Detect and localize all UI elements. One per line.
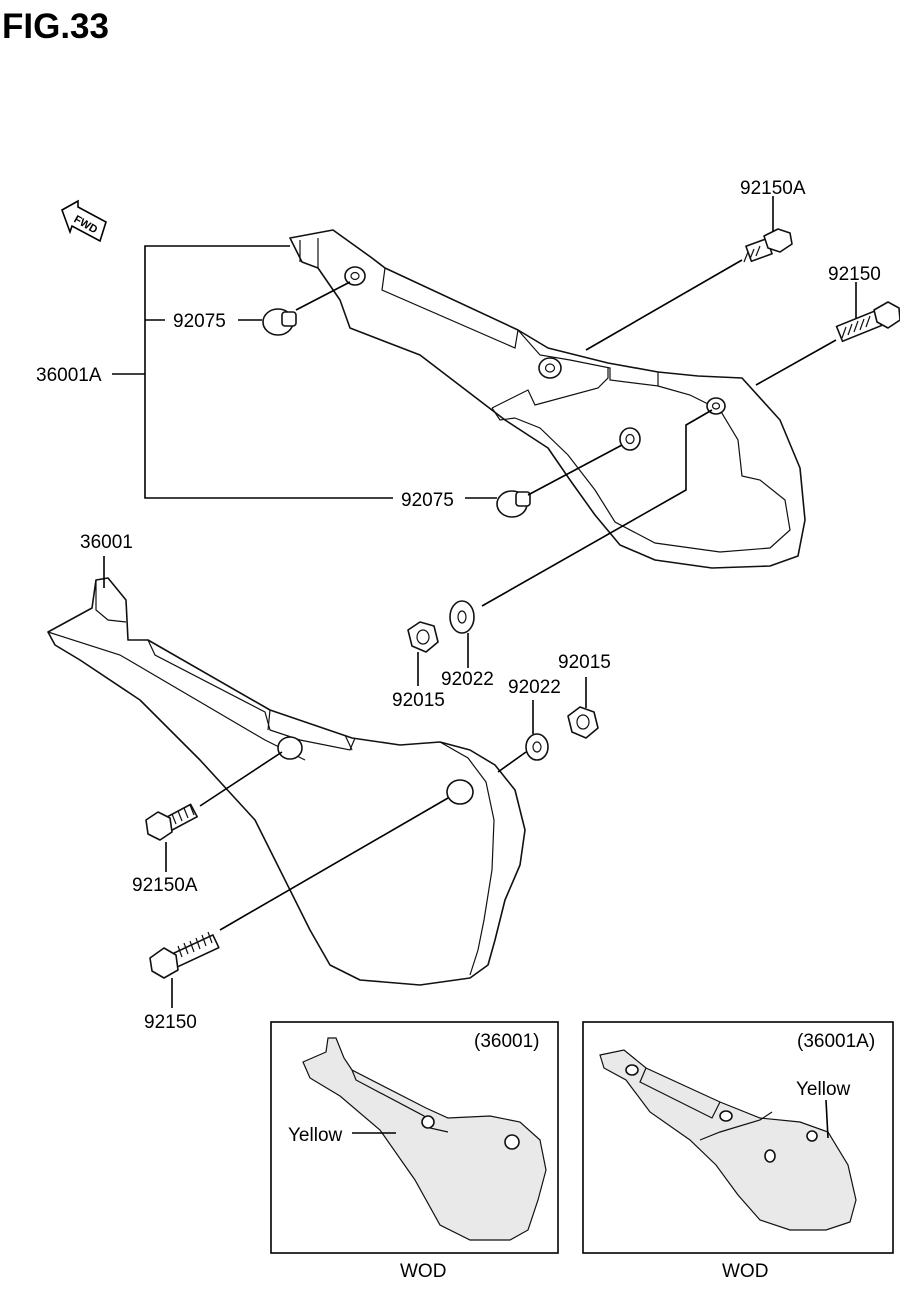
side-cover-left-36001 <box>47 577 526 986</box>
inset-right-ref: (36001A) <box>797 1031 875 1052</box>
inset-left: (36001) Yellow WOD <box>270 1021 559 1282</box>
bolt-92150A-bottom <box>145 803 198 841</box>
callout-92150A-top: 92150A <box>740 178 806 199</box>
bolt-92150-top <box>835 301 900 343</box>
inset-right: (36001A) Yellow WOD <box>582 1021 894 1282</box>
callout-92150A-bottom: 92150A <box>132 875 198 896</box>
callout-92022-upper: 92022 <box>441 669 494 690</box>
inset-left-frame <box>270 1021 559 1254</box>
inset-left-cover <box>302 1037 547 1241</box>
bolt-92150A-top <box>743 228 793 263</box>
inset-right-leader <box>825 1099 829 1139</box>
callout-92150-bottom: 92150 <box>144 1012 197 1033</box>
side-cover-right-36001A <box>289 229 806 569</box>
washer-92022-lower <box>525 733 549 761</box>
callout-92022-lower: 92022 <box>508 677 561 698</box>
inset-right-caption: WOD <box>722 1261 768 1282</box>
grommet-92075-lower <box>496 490 531 518</box>
callout-92015-left: 92015 <box>392 690 445 711</box>
fwd-arrow-icon: FWD <box>61 199 107 243</box>
figure-title: FIG.33 <box>2 7 109 46</box>
grommet-92075-upper <box>262 308 297 336</box>
callout-92015-right: 92015 <box>558 652 611 673</box>
callout-36001: 36001 <box>80 532 133 553</box>
inset-left-caption: WOD <box>400 1261 446 1282</box>
leader-lines <box>103 196 857 1008</box>
bolt-92150-bottom <box>149 931 220 979</box>
nut-92015-right <box>567 706 599 739</box>
callout-92075-upper: 92075 <box>173 311 226 332</box>
nut-92015-left <box>407 621 439 653</box>
inset-right-frame <box>582 1021 894 1254</box>
callout-92150-top: 92150 <box>828 264 881 285</box>
washer-92022-upper <box>449 600 475 634</box>
inset-right-cover <box>599 1049 857 1231</box>
callout-92075-lower: 92075 <box>401 490 454 511</box>
inset-left-ref: (36001) <box>474 1031 540 1052</box>
callout-36001A: 36001A <box>36 365 102 386</box>
inset-left-color-label: Yellow <box>288 1125 343 1146</box>
inset-right-color-label: Yellow <box>796 1079 851 1100</box>
